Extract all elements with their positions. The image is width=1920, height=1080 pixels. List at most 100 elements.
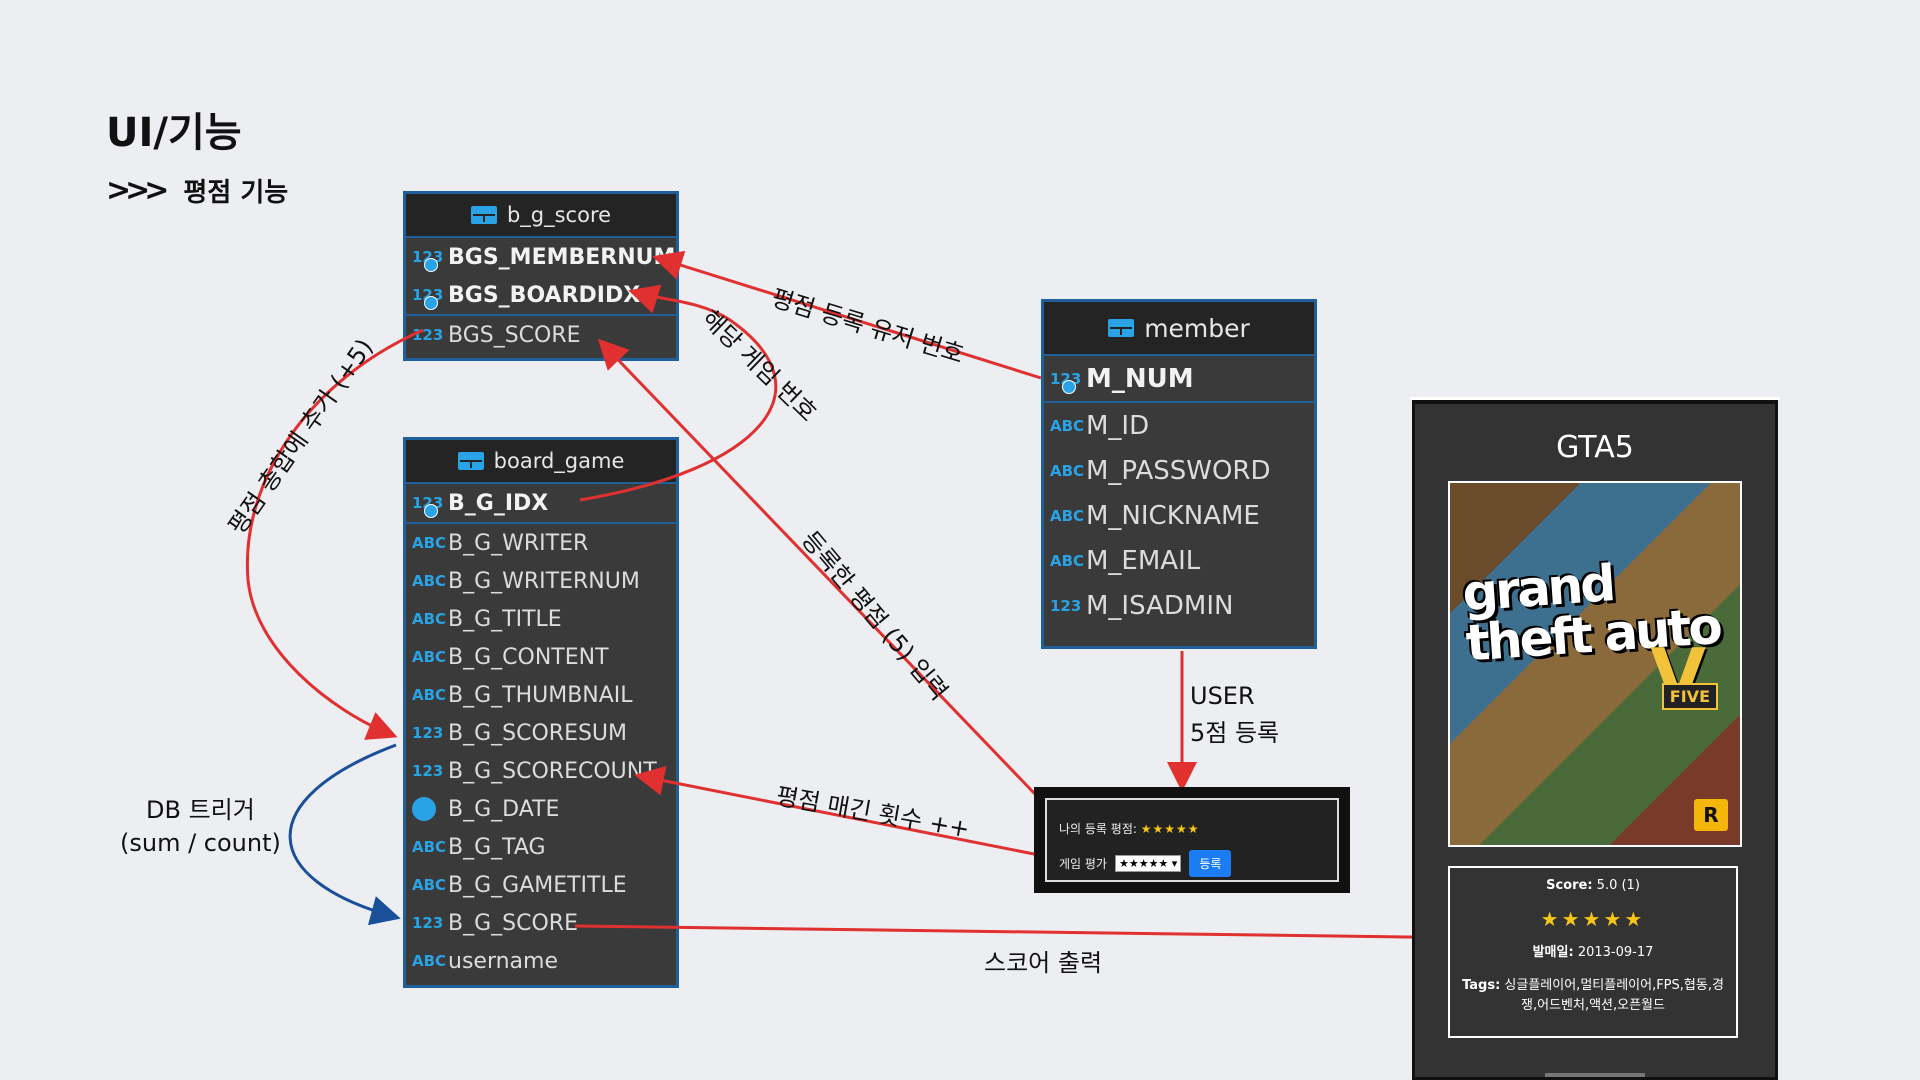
scrollbar-thumb[interactable]: [1545, 1073, 1645, 1077]
text-type-icon: ABC: [412, 534, 446, 552]
text-type-icon: ABC: [412, 838, 447, 856]
my-rating-stars: ★★★★★: [1140, 822, 1200, 836]
rating-widget: 나의 등록 평점: ★★★★★ 게임 평가 ★★★★★ ▾ 등록: [1034, 787, 1350, 893]
column-name: B_G_THUMBNAIL: [448, 682, 633, 708]
type-label: ABC: [412, 610, 447, 628]
chevrons-icon: >>>: [106, 173, 169, 208]
numeric-type-icon: 123: [412, 914, 444, 932]
type-label: ABC: [412, 648, 447, 666]
rating-select[interactable]: ★★★★★ ▾: [1114, 855, 1182, 872]
column-name: B_G_IDX: [448, 490, 549, 516]
type-label: ABC: [412, 838, 447, 856]
key-icon: [1062, 379, 1076, 394]
type-label: 123: [412, 724, 444, 742]
numeric-type-icon: 123: [1050, 370, 1082, 394]
type-label: ABC: [1050, 461, 1085, 480]
subtitle-text: 평점 기능: [183, 178, 289, 208]
rating-widget-inner: 나의 등록 평점: ★★★★★ 게임 평가 ★★★★★ ▾ 등록: [1045, 798, 1339, 882]
submit-rating-button[interactable]: 등록: [1189, 850, 1232, 877]
column-name: M_EMAIL: [1086, 545, 1201, 576]
game-info: Score: 5.0 (1) ★★★★★ 발매일: 2013-09-17 Tag…: [1448, 866, 1738, 1038]
poster-artwork: [1450, 483, 1740, 845]
tags-label: Tags:: [1462, 978, 1501, 993]
score-label: Score:: [1546, 878, 1593, 893]
label-user-register-line2: 5점 등록: [1190, 719, 1280, 747]
column-name: B_G_WRITERNUM: [448, 568, 640, 594]
column-name: B_G_SCORESUM: [448, 720, 628, 746]
tags-value: 싱글플레이어,멀티플레이어,FPS,협동,경쟁,어드벤처,액션,오픈월드: [1504, 978, 1724, 1013]
column-name: M_NUM: [1086, 363, 1194, 394]
numeric-type-icon: 123: [412, 762, 444, 780]
column-name: username: [448, 948, 558, 974]
type-label: ABC: [1050, 551, 1085, 570]
text-type-icon: ABC: [1050, 417, 1084, 435]
arrow-score-to-scoresum: [245, 328, 424, 740]
type-label: ABC: [412, 686, 447, 704]
release-value: 2013-09-17: [1577, 945, 1654, 960]
rockstar-logo-icon: R: [1694, 799, 1728, 831]
poster-five: FIVE: [1661, 683, 1718, 710]
key-icon: [424, 296, 438, 310]
tags-row: Tags: 싱글플레이어,멀티플레이어,FPS,협동,경쟁,어드벤처,액션,오픈…: [1456, 976, 1730, 1016]
arrow-widget-to-bgscore: [597, 338, 1060, 820]
table-header: b_g_score: [406, 194, 676, 238]
type-label: ABC: [412, 952, 447, 970]
score-value: 5.0 (1): [1596, 878, 1640, 893]
column-name: M_PASSWORD: [1086, 455, 1271, 486]
text-type-icon: ABC: [1050, 551, 1085, 570]
table-icon: [470, 206, 497, 224]
game-rating-label: 게임 평가: [1059, 857, 1107, 871]
column-name: B_G_CONTENT: [448, 644, 609, 670]
key-icon: [424, 504, 438, 518]
arrow-member-to-membernum: [652, 250, 1042, 380]
table-header: board_game: [406, 440, 676, 484]
my-rating-row: 나의 등록 평점: ★★★★★: [1059, 820, 1200, 837]
column-name: BGS_SCORE: [448, 322, 581, 348]
section-subtitle: >>> 평점 기능: [106, 172, 288, 209]
arrow-score-to-card: [574, 922, 1492, 953]
column-name: B_G_TAG: [448, 834, 546, 860]
type-label: ABC: [412, 876, 447, 894]
text-type-icon: ABC: [1050, 461, 1085, 480]
table-name: member: [1144, 313, 1250, 343]
numeric-type-icon: 123: [412, 248, 444, 272]
column-row: B_G_DATE: [406, 790, 676, 828]
column-name: B_G_TITLE: [448, 606, 562, 632]
rating-select-value: ★★★★★: [1118, 857, 1169, 870]
column-name: B_G_SCORE: [448, 910, 578, 936]
column-name: B_G_SCORECOUNT: [448, 758, 657, 784]
clock-icon: [412, 797, 436, 821]
numeric-type-icon: 123: [412, 494, 444, 518]
label-db-trigger: DB 트리거 (sum / count): [120, 794, 281, 860]
text-type-icon: ABC: [412, 952, 447, 970]
arrow-db-trigger: [288, 743, 401, 926]
score-stars: ★★★★★: [1540, 907, 1646, 931]
game-title: GTA5: [1556, 430, 1634, 465]
my-rating-label: 나의 등록 평점:: [1059, 822, 1137, 836]
type-label: 123: [412, 762, 444, 780]
label-score-output: 스코어 출력: [984, 949, 1103, 977]
label-user-register-line1: USER: [1190, 682, 1255, 710]
table-name: b_g_score: [506, 203, 612, 227]
table-icon: [1108, 319, 1135, 337]
game-poster[interactable]: grand theft auto V FIVE R: [1448, 481, 1742, 847]
column-name: B_G_WRITER: [448, 530, 589, 556]
numeric-type-icon: 123: [412, 286, 444, 310]
type-label: 123: [412, 914, 444, 932]
